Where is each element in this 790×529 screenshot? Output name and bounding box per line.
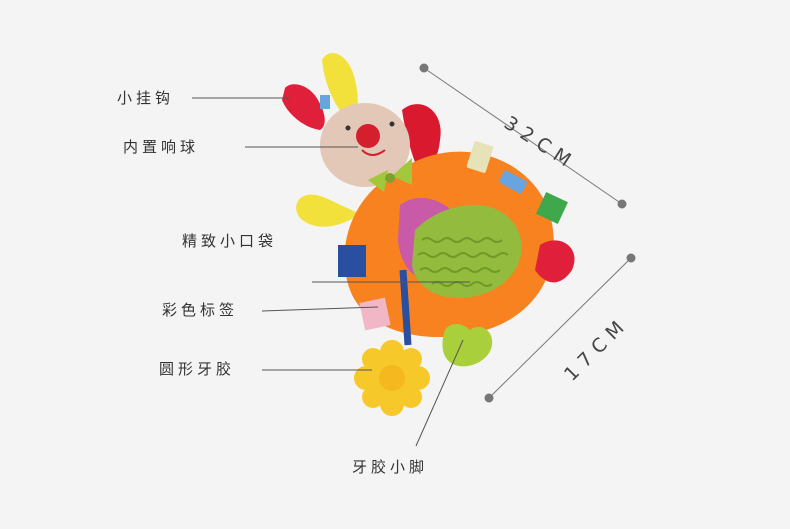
- left-arm: [296, 194, 360, 227]
- teether-center: [379, 365, 405, 391]
- callout-tags: 彩色标签: [162, 301, 239, 319]
- callout-teether: 圆形牙胶: [159, 360, 236, 378]
- callout-hook: 小挂钩: [117, 89, 175, 107]
- callout-pocket: 精致小口袋: [182, 232, 278, 250]
- blue-strap: [399, 269, 412, 346]
- red-ear: [282, 84, 325, 130]
- tag-blue: [498, 170, 528, 194]
- callout-feet: 牙胶小脚: [352, 458, 429, 476]
- yellow-ear: [322, 52, 358, 120]
- pocket-pattern: [417, 237, 509, 287]
- green-teether-foot: [442, 324, 493, 367]
- length-dimension-line: [419, 63, 627, 209]
- callout-rattle: 内置响球: [123, 138, 200, 156]
- right-arm: [402, 104, 441, 171]
- ear-tag: [320, 95, 330, 109]
- tag-top: [466, 141, 494, 173]
- bunny-nose: [356, 124, 380, 148]
- tag-navy: [338, 245, 366, 277]
- callout-lines: [192, 97, 470, 447]
- tag-pink: [359, 297, 391, 331]
- pocket-green: [412, 204, 522, 299]
- width-dimension-line: [484, 253, 636, 403]
- bow-tie: [368, 158, 412, 192]
- tag-green: [536, 192, 568, 224]
- red-foot: [535, 240, 575, 283]
